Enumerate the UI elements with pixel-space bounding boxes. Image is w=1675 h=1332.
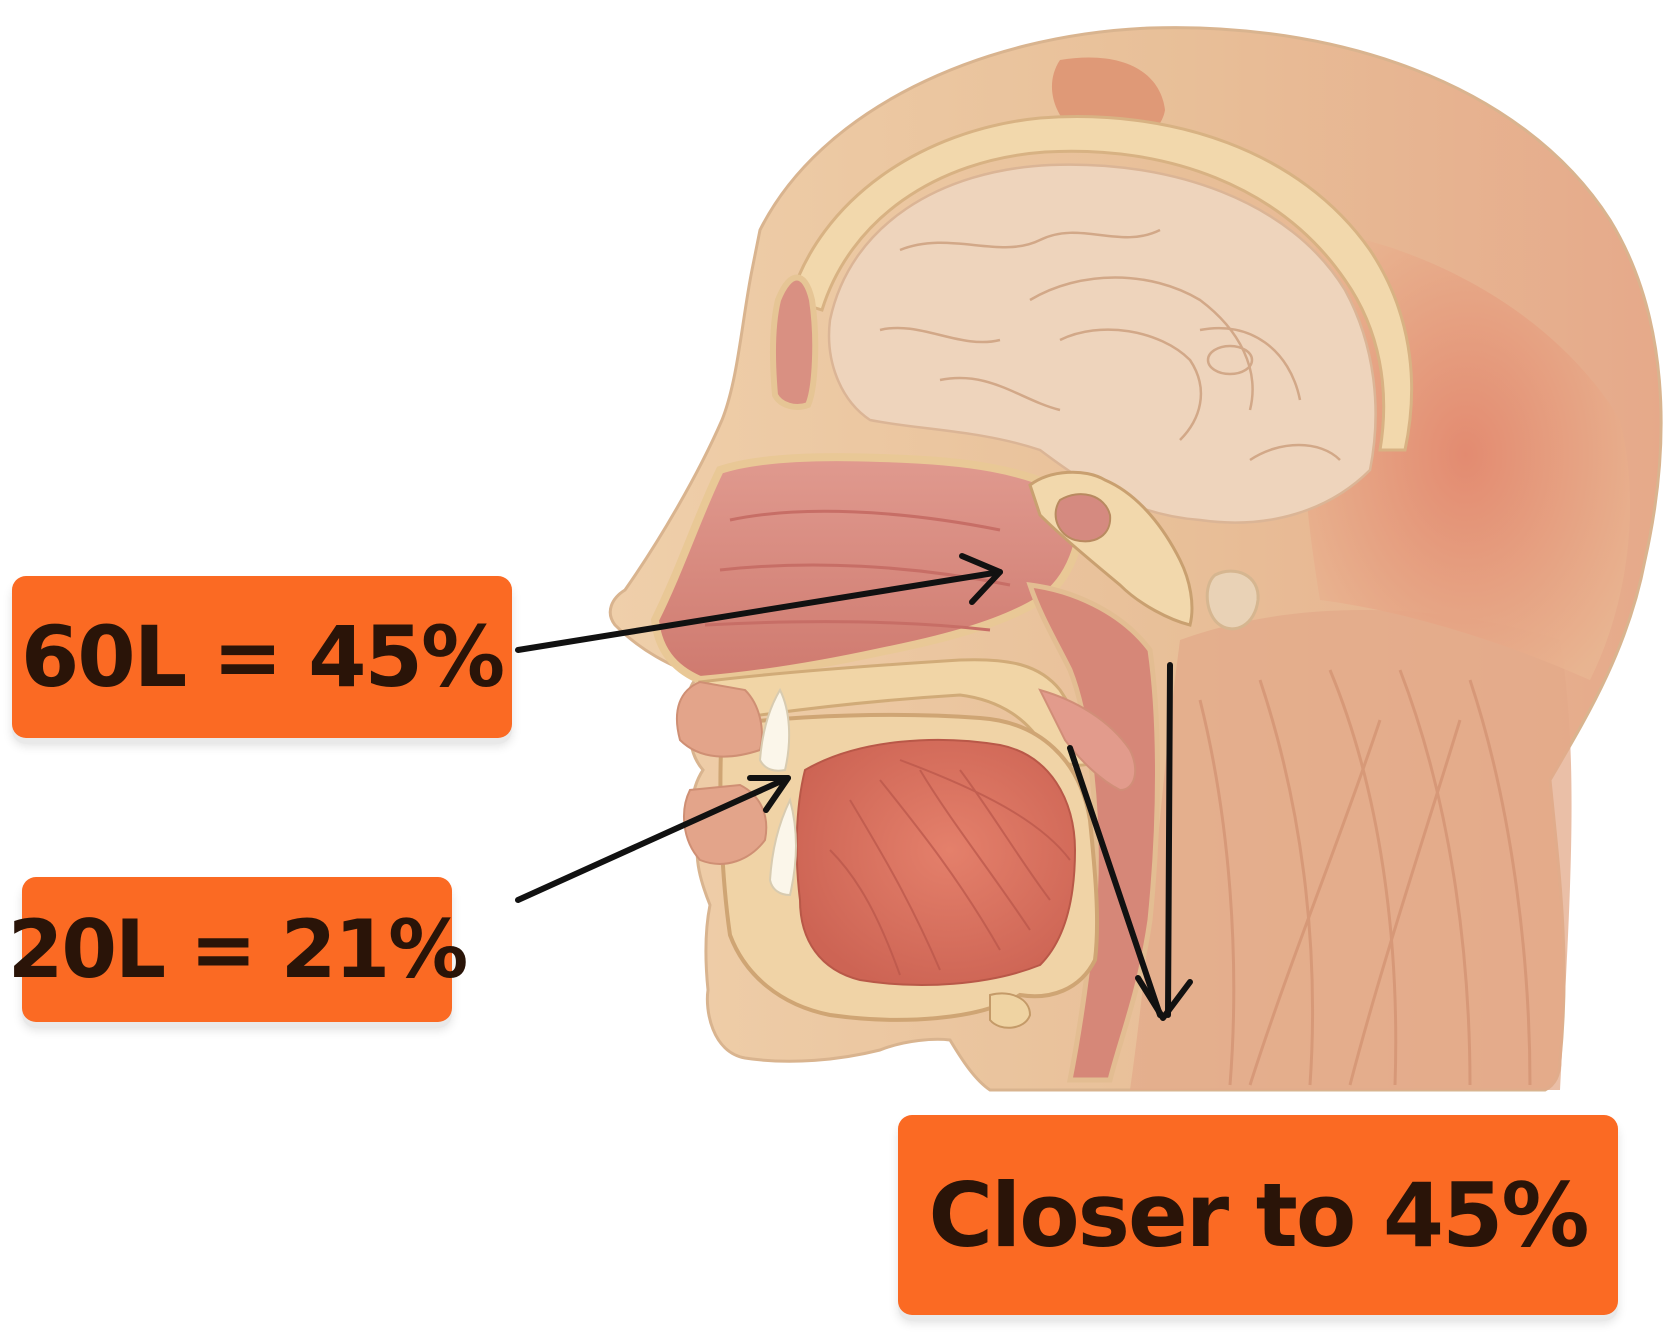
ear [1205, 569, 1260, 631]
neck-muscles [1130, 610, 1572, 1090]
lower-incisor [768, 797, 797, 897]
result-text: Closer to 45% [928, 1163, 1589, 1267]
skull-bone [788, 115, 1414, 452]
oral-breathing-label: 20L = 21% [8, 877, 468, 1022]
oral-arrowhead [747, 775, 791, 813]
brain-folds [879, 228, 1341, 462]
oral-arrow [515, 775, 791, 903]
pharynx [1026, 582, 1160, 1083]
nasal-breathing-label: 60L = 45% [12, 576, 512, 738]
upper-lip [675, 680, 763, 758]
soft-palate [1038, 688, 1137, 792]
result-label: Closer to 45% [898, 1115, 1618, 1315]
oral-breathing-text: 20L = 21% [7, 903, 469, 996]
upper-incisor [758, 687, 791, 772]
sphenoid-sinus [1054, 493, 1112, 543]
tongue-fibers [829, 759, 1071, 976]
hyoid-bone [989, 992, 1032, 1029]
neck-striations [1198, 669, 1532, 1086]
tongue [795, 738, 1077, 986]
throat-arrowhead [1135, 975, 1193, 1021]
frontal-sinus [770, 274, 819, 410]
throat-arrow-2 [1165, 662, 1173, 1018]
lower-lip [683, 783, 768, 865]
nasal-arrowhead [959, 553, 1003, 605]
nasal-arrow [515, 569, 1003, 653]
arrows [515, 553, 1193, 1021]
throat-arrow-1 [1067, 745, 1163, 1018]
nasal-breathing-text: 60L = 45% [20, 608, 505, 706]
brain [827, 163, 1377, 524]
